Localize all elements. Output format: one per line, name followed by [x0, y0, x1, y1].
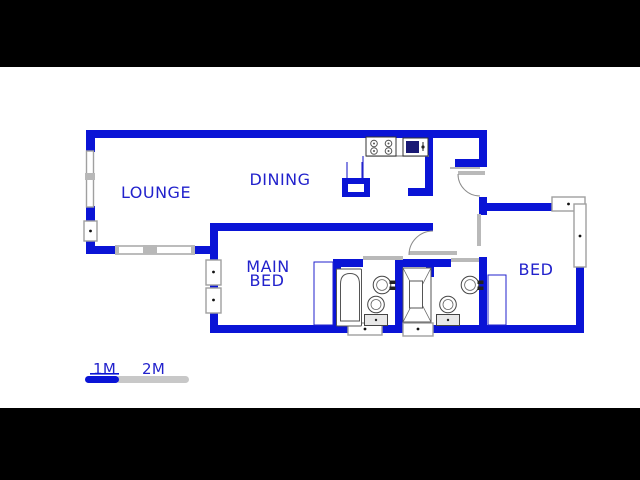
window-handle-dot	[567, 202, 570, 206]
wall-segment	[479, 130, 487, 167]
room-label-bed: BED	[519, 260, 554, 279]
room-label-main-bed-line2: BED	[250, 271, 285, 290]
wall-segment	[210, 284, 218, 289]
walls	[86, 130, 584, 333]
kitchen-sink-icon	[402, 137, 429, 157]
door-header	[450, 167, 480, 169]
wall-segment	[192, 246, 211, 254]
door-swing-icon	[408, 230, 434, 256]
wall-segment-bath2-top	[395, 259, 451, 267]
scale-underline	[90, 373, 119, 375]
bathtub-icon	[336, 268, 362, 327]
scale-segment-gray	[116, 376, 189, 383]
wall-segment	[86, 206, 95, 224]
wall-segment	[479, 197, 487, 215]
closets	[313, 261, 507, 326]
room-labels: LOUNGE DINING MAIN BED BED	[121, 170, 554, 290]
wall-segment-bath-divider	[395, 259, 403, 325]
wall-segment-mainbed-top	[210, 223, 433, 231]
window-sill-blocks	[85, 167, 480, 255]
door-swing-icon	[457, 173, 481, 197]
doors	[363, 171, 485, 262]
wall-segment-bottom	[210, 325, 584, 333]
wall-segment	[88, 246, 119, 254]
window-handle-dot	[212, 298, 215, 302]
letterbox-top	[0, 0, 640, 67]
window-handle-dot	[363, 327, 367, 331]
wall-segment-top	[88, 130, 487, 138]
door-leaf	[363, 256, 403, 260]
room-label-dining: DINING	[249, 170, 310, 189]
window-handle-dot	[578, 234, 582, 238]
plan-background	[0, 67, 640, 408]
wall-segment	[455, 159, 487, 167]
wall-segment	[408, 188, 433, 196]
wall-segment	[479, 257, 487, 333]
wall-segment	[210, 312, 218, 333]
closet-icon	[487, 274, 507, 326]
scale-label-2m: 2M	[142, 360, 165, 378]
scale-segment-blue	[85, 376, 119, 383]
kitchen	[342, 136, 429, 197]
door-swings	[408, 173, 481, 256]
wall-segment	[333, 259, 363, 267]
kitchen-island	[342, 178, 370, 197]
wall-segment	[210, 223, 218, 261]
window-sill	[143, 245, 157, 254]
window-handle-dot	[89, 229, 92, 233]
shower-icon	[402, 267, 432, 323]
wall-segment-corridor-top	[487, 203, 556, 211]
window-sill	[191, 245, 195, 255]
wall-segment	[86, 130, 95, 152]
window-handle-dot	[416, 327, 420, 331]
scale-bar-icon: 1M 2M	[85, 360, 189, 383]
basin-icon	[460, 275, 484, 295]
door-leaf	[477, 214, 481, 246]
window-sill	[115, 245, 119, 255]
bathroom-fixtures	[336, 267, 484, 327]
door-leaves	[363, 171, 485, 262]
window-handle-dot	[212, 270, 215, 274]
stove-icon	[365, 136, 397, 157]
window-sill	[85, 173, 95, 180]
room-label-main-bed-line1: MAIN	[246, 257, 289, 276]
scale-label-1m: 1M	[93, 360, 116, 378]
toilet-icon	[364, 295, 388, 326]
window-handles	[89, 202, 582, 331]
door-leaf	[451, 258, 479, 262]
wall-segment	[576, 266, 584, 333]
letterbox-bottom	[0, 408, 640, 480]
door-leaf	[458, 171, 485, 175]
toilet-icon	[436, 295, 460, 326]
closet-icon	[313, 261, 334, 326]
door-leaf	[409, 251, 457, 255]
room-label-lounge: LOUNGE	[121, 183, 191, 202]
basin-icon	[372, 275, 396, 295]
wall-segment-kitchen	[425, 130, 433, 196]
